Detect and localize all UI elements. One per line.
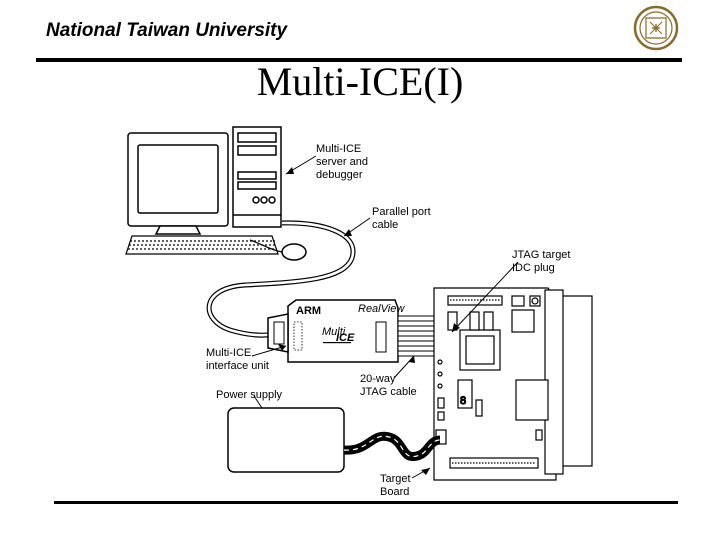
label-target-2: Board bbox=[380, 486, 409, 498]
mouse bbox=[281, 243, 307, 261]
label-jtag-plug-2: IDC plug bbox=[512, 262, 555, 274]
label-jtag-cable-2: JTAG cable bbox=[360, 386, 417, 398]
mouse-cable bbox=[249, 239, 283, 253]
label-parallel-1: Parallel port bbox=[372, 206, 431, 218]
label-server-2: server and bbox=[316, 156, 368, 168]
target-board: 8 bbox=[433, 287, 593, 481]
arm-text: ARM bbox=[296, 305, 321, 317]
label-parallel-2: cable bbox=[372, 219, 398, 231]
multi-text: Multi bbox=[322, 326, 346, 338]
svg-text:8: 8 bbox=[460, 395, 466, 407]
header-rule bbox=[36, 58, 682, 62]
label-server-3: debugger bbox=[316, 169, 363, 181]
label-interface-2: interface unit bbox=[206, 360, 269, 372]
realview-text: RealView bbox=[358, 303, 405, 315]
label-target-1: Target bbox=[380, 473, 411, 485]
slide-title: Multi-ICE(I) bbox=[256, 59, 464, 104]
power-cable bbox=[343, 431, 441, 462]
label-server-1: Multi-ICE bbox=[316, 143, 361, 155]
label-interface-1: Multi-ICE bbox=[206, 347, 251, 359]
computer-tower bbox=[232, 126, 282, 228]
callout-labels: Multi-ICE server and debugger Parallel p… bbox=[206, 143, 570, 498]
university-name: National Taiwan University bbox=[46, 20, 288, 41]
university-seal-icon bbox=[633, 5, 679, 51]
power-supply bbox=[227, 407, 441, 473]
label-power: Power supply bbox=[216, 389, 283, 401]
label-jtag-cable-1: 20-way bbox=[360, 373, 396, 385]
label-jtag-plug-1: JTAG target bbox=[512, 249, 570, 261]
footer-rule bbox=[54, 501, 678, 504]
ice-text: ICE bbox=[336, 332, 355, 344]
keyboard bbox=[125, 235, 279, 255]
multi-ice-interface-unit: ARM RealView Multi ICE bbox=[267, 299, 405, 363]
monitor bbox=[127, 132, 229, 235]
